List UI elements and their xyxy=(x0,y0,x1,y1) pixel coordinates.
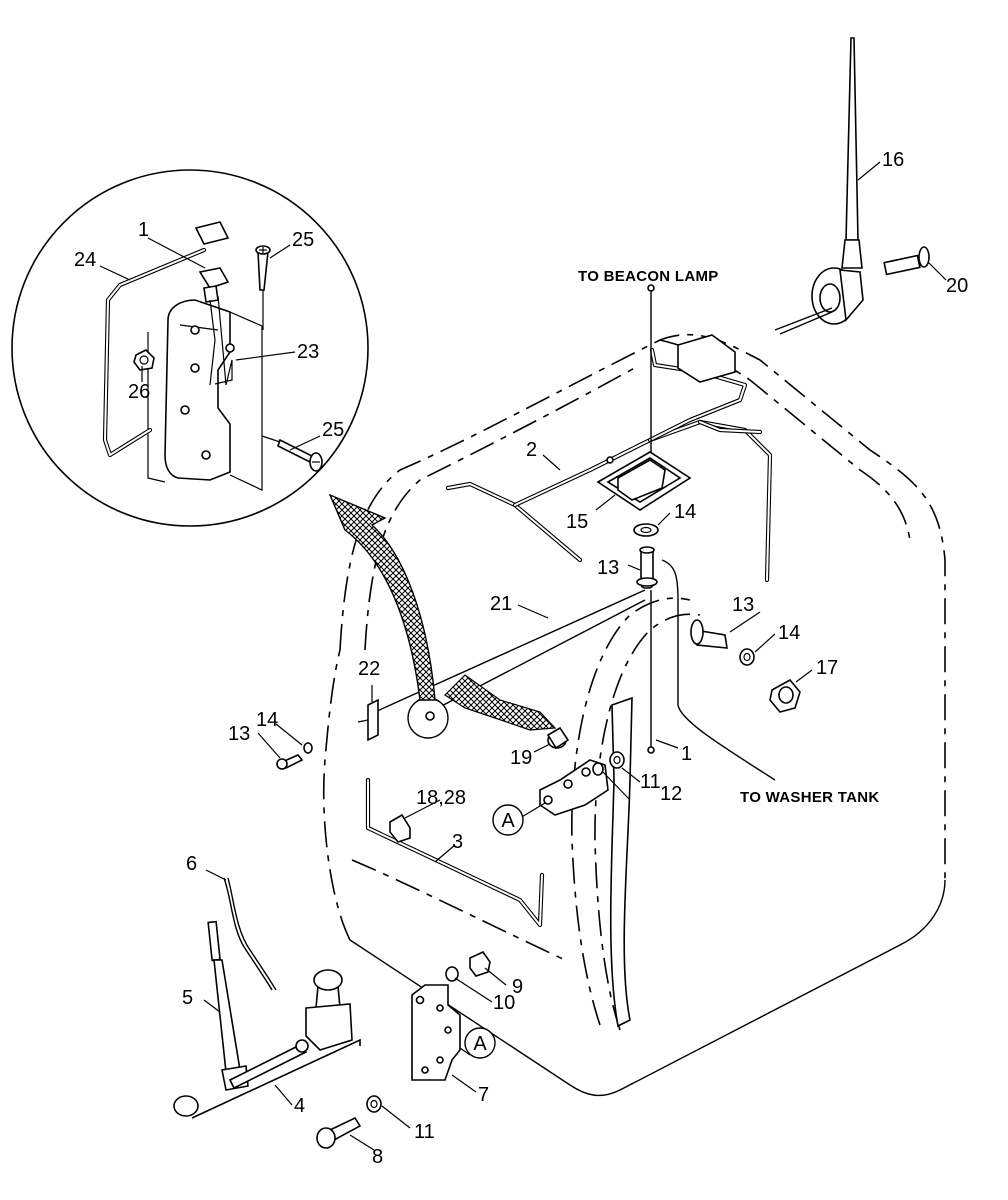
callout-15: 15 xyxy=(566,511,588,533)
washer-tubes xyxy=(365,284,776,928)
callout-14: 14 xyxy=(778,622,800,644)
switch-cover xyxy=(389,813,411,843)
callout-26: 26 xyxy=(128,381,150,403)
callout-8: 8 xyxy=(372,1146,383,1168)
callout-17: 17 xyxy=(816,657,838,679)
svg-text:A: A xyxy=(473,1033,487,1055)
callout-22: 22 xyxy=(358,658,380,680)
callout-11: 11 xyxy=(640,771,661,793)
leader-lines xyxy=(99,161,947,1151)
callout-12: 12 xyxy=(660,783,682,805)
callout-25: 25 xyxy=(322,419,344,441)
callout-20: 20 xyxy=(946,275,968,297)
callout-21: 21 xyxy=(490,593,512,615)
callout-25: 25 xyxy=(292,229,314,251)
callout-6: 6 xyxy=(186,853,197,875)
callout-13: 13 xyxy=(732,594,754,616)
cab-body xyxy=(322,333,946,1097)
callout-1: 1 xyxy=(681,743,692,765)
callout-13: 13 xyxy=(228,723,250,745)
detail-marker-a-lower: A xyxy=(464,1027,496,1059)
antenna-assembly xyxy=(774,37,930,335)
callout-11: 11 xyxy=(414,1121,435,1143)
callout-labels: 1 24 25 23 26 25 16 20 2 15 14 13 21 13 … xyxy=(74,149,968,1168)
callout-10: 10 xyxy=(493,992,515,1014)
plate-a-lower xyxy=(316,984,461,1149)
wiper-arm-assembly xyxy=(173,877,361,1119)
lower-hardware xyxy=(445,950,491,982)
callout-19: 19 xyxy=(510,747,532,769)
callout-2: 2 xyxy=(526,439,537,461)
callout-14: 14 xyxy=(674,501,696,523)
detail-marker-a-upper: A xyxy=(492,804,524,836)
callout-24: 24 xyxy=(74,249,96,271)
caption-washer-tank: TO WASHER TANK xyxy=(740,789,879,806)
callout-13: 13 xyxy=(597,557,619,579)
callout-23: 23 xyxy=(297,341,319,363)
callout-4: 4 xyxy=(294,1095,305,1117)
callout-5: 5 xyxy=(182,987,193,1009)
caption-beacon-lamp: TO BEACON LAMP xyxy=(578,268,719,285)
svg-text:A: A xyxy=(501,810,515,832)
callout-3: 3 xyxy=(452,831,463,853)
plate-a-upper xyxy=(539,751,625,816)
detail-view xyxy=(11,169,369,527)
washer-nozzle xyxy=(636,546,658,589)
right-hardware xyxy=(690,619,801,713)
switch-assembly xyxy=(596,451,692,537)
callout-9: 9 xyxy=(512,976,523,998)
callout-14: 14 xyxy=(256,709,278,731)
callout-16: 16 xyxy=(882,149,904,171)
detail-arrow xyxy=(328,493,436,701)
callout-7: 7 xyxy=(478,1084,489,1106)
callout-18-28: 18,28 xyxy=(416,787,466,809)
left-hardware xyxy=(276,698,379,770)
callout-1: 1 xyxy=(138,219,149,241)
